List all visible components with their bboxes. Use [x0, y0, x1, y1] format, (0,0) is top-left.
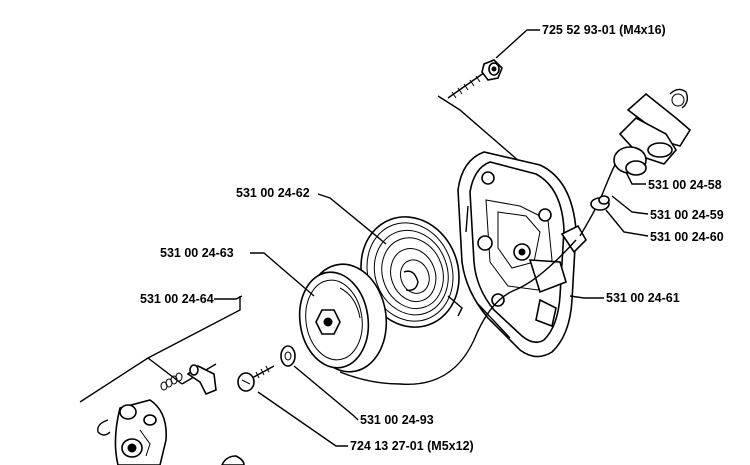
leader-bolt-m4 [495, 29, 540, 59]
label-pawl-kit: 531 00 24-64 [140, 292, 214, 306]
bolt-m4-drawing [447, 59, 503, 99]
leader-handle [625, 171, 646, 185]
pawl-kit-drawing [97, 364, 245, 465]
label-screw-m5: 724 13 27-01 (M5x12) [350, 439, 474, 453]
leader-washer [293, 365, 359, 421]
screw-m5-drawing [237, 365, 275, 392]
leader-screw-m5 [257, 391, 348, 447]
housing-drawing [457, 151, 587, 358]
label-washer: 531 00 24-93 [360, 413, 434, 427]
axis-bolt [437, 95, 521, 163]
label-handle-insert: 531 00 24-59 [650, 208, 724, 222]
label-pulley: 531 00 24-63 [160, 246, 234, 260]
handle-drawing [618, 88, 692, 165]
leader-housing [569, 295, 604, 299]
leader-pulley [250, 252, 315, 297]
label-housing: 531 00 24-61 [606, 291, 680, 305]
label-spring: 531 00 24-62 [236, 186, 310, 200]
handle-insert-drawing [613, 146, 647, 176]
rope-drawing [339, 239, 577, 385]
label-handle: 531 00 24-58 [648, 178, 722, 192]
leader-spring [317, 193, 387, 245]
bracket-pawl-kit [79, 296, 241, 403]
leader-rope [605, 209, 649, 237]
label-bolt-m4: 725 52 93-01 (M4x16) [542, 23, 666, 37]
leader-handle-insert [611, 195, 649, 215]
rope-seal-drawing [590, 195, 610, 211]
leader-pawl-kit [214, 295, 243, 300]
pulley-drawing [298, 263, 388, 373]
washer-drawing [280, 345, 296, 367]
label-rope: 531 00 24-60 [650, 230, 724, 244]
